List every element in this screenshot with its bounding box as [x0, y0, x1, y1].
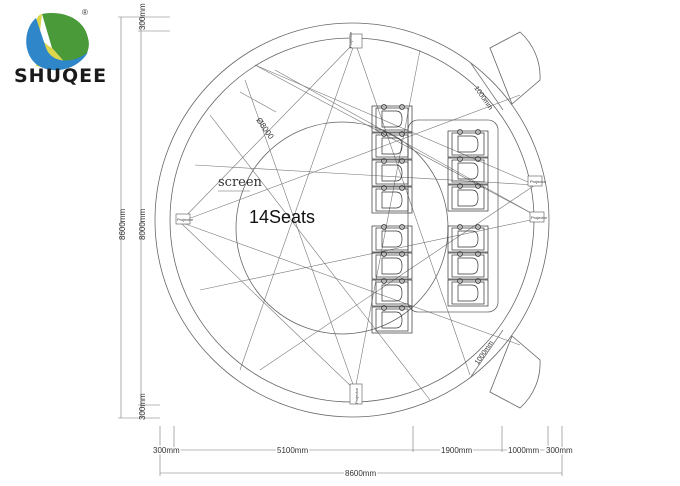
dim-bottom-1: 300mm: [153, 446, 180, 455]
door-top: [489, 31, 541, 105]
projector-label-bottom: Projector: [354, 387, 359, 404]
projector-label-left: Projector: [177, 217, 194, 222]
seat-14: [447, 278, 489, 307]
seat-12: [447, 224, 489, 253]
projector-right-2: [529, 211, 545, 223]
door-top-width: 1000mm: [472, 85, 493, 111]
registered-mark: ®: [82, 8, 88, 17]
dim-bottom-5: 300mm: [546, 446, 573, 455]
projector-top: [349, 33, 363, 49]
bottom-dimensions: [159, 426, 563, 476]
seat-6: [371, 251, 413, 280]
seat-7: [371, 278, 413, 307]
seat-2: [371, 131, 413, 160]
seating-platform: [407, 119, 499, 313]
logo-mark-icon: [26, 13, 89, 71]
outer-wall: [154, 22, 550, 418]
left-dimensions: [118, 16, 170, 419]
dim-left-top: 300mm: [138, 3, 147, 30]
seat-10: [447, 156, 489, 185]
seat-5: [371, 224, 413, 253]
projector-left: [175, 213, 191, 225]
seat-11: [447, 183, 489, 212]
seat-8: [371, 305, 413, 334]
dim-bottom-4: 1000mm: [508, 446, 539, 455]
seat-3: [371, 158, 413, 187]
seat-13: [447, 251, 489, 280]
dim-left-inner: 8000mm: [138, 209, 147, 240]
projector-label-top: Projector: [348, 31, 353, 48]
seat-9: [447, 129, 489, 158]
door-bottom: [489, 335, 541, 409]
brand-name: SHUQEE: [14, 65, 108, 87]
projector-bottom: [349, 383, 363, 405]
projector-label-right-2: Projector: [531, 215, 548, 220]
seat-1: [371, 104, 413, 133]
projectors: [175, 33, 545, 405]
dim-left-outer: 8600mm: [118, 209, 127, 240]
projector-label-right-1: Projector: [530, 179, 547, 184]
dim-left-bottom: 300mm: [138, 393, 147, 420]
dim-bottom-total: 8600mm: [345, 469, 376, 478]
dim-bottom-3: 1900mm: [441, 446, 472, 455]
seats: [371, 104, 489, 334]
screen-label: screen: [218, 175, 263, 190]
seat-4: [371, 185, 413, 214]
door-bottom-width: 1000mm: [474, 340, 495, 366]
projector-right-1: [527, 175, 543, 187]
dim-bottom-2: 5100mm: [277, 446, 308, 455]
seats-label: 14Seats: [249, 207, 315, 227]
screen-circle: [235, 121, 449, 335]
projection-lines: [179, 41, 541, 401]
